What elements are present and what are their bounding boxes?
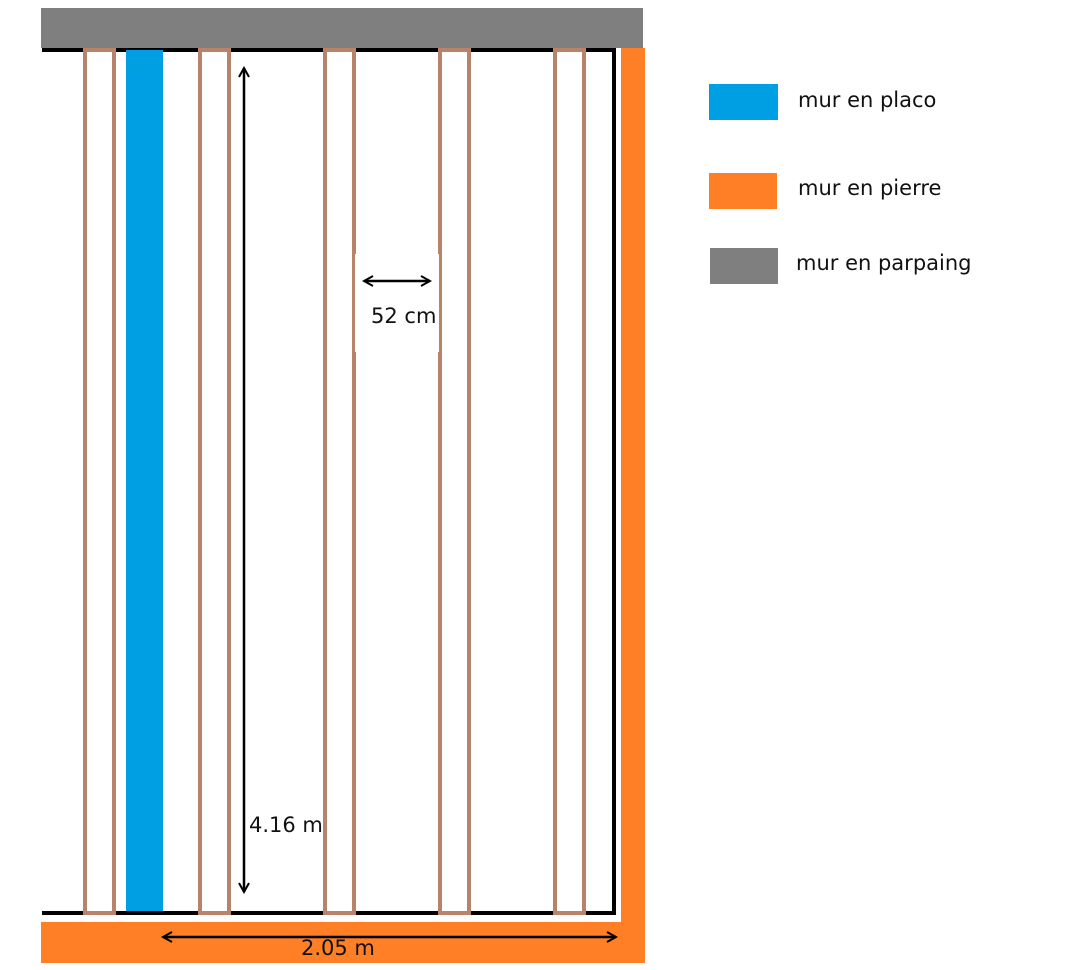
joist	[323, 48, 356, 915]
legend-label-parpaing: mur en parpaing	[796, 251, 972, 275]
legend-swatch-placo	[709, 84, 778, 120]
placo-wall	[126, 50, 163, 911]
legend-item-parpaing: mur en parpaing	[700, 248, 1040, 288]
spacing-label-background	[355, 254, 439, 352]
joist	[438, 48, 471, 915]
legend-item-placo: mur en placo	[700, 84, 1040, 124]
joist	[198, 48, 231, 915]
width-dimension-label: 2.05 m	[301, 936, 375, 960]
legend-swatch-parpaing	[710, 248, 778, 284]
height-dimension-label: 4.16 m	[249, 813, 323, 837]
legend-item-pierre: mur en pierre	[700, 173, 1040, 213]
stone-wall-right	[621, 48, 645, 963]
parpaing-wall	[41, 8, 643, 48]
joist	[83, 48, 116, 915]
legend-swatch-pierre	[709, 173, 777, 209]
spacing-dimension-label: 52 cm	[371, 304, 436, 328]
joist	[553, 48, 586, 915]
legend-label-pierre: mur en pierre	[798, 176, 942, 200]
legend-label-placo: mur en placo	[798, 88, 937, 112]
